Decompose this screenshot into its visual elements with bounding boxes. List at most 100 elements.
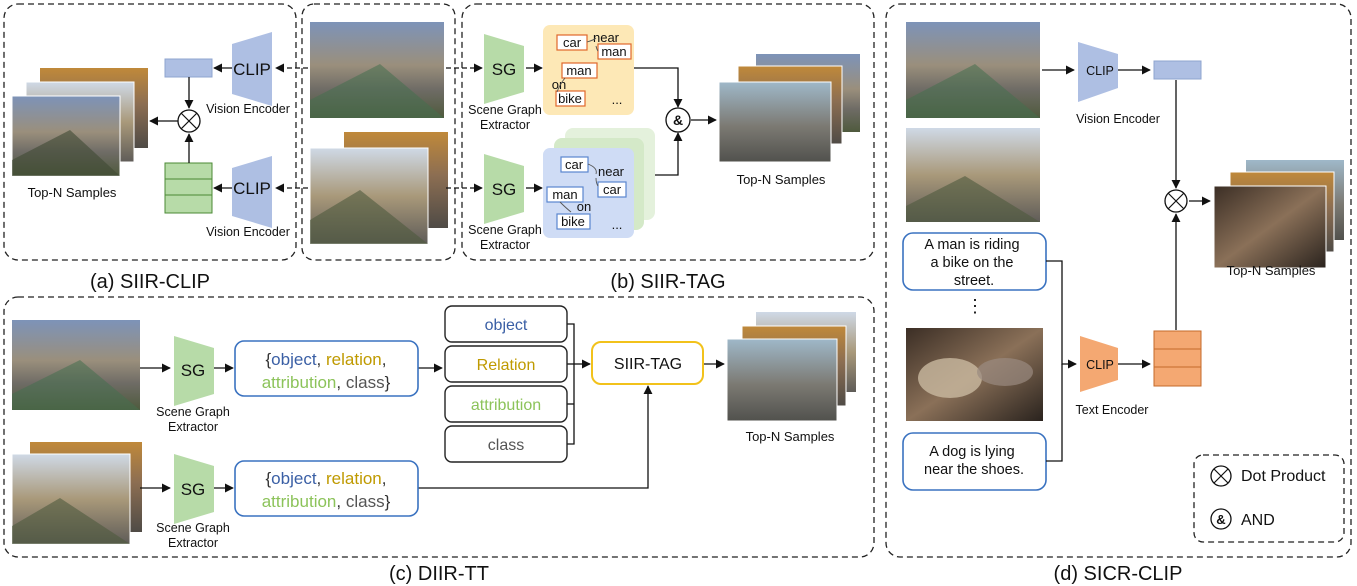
sg-top-ellipsis: ... xyxy=(612,92,623,107)
svg-text:attribution, class}: attribution, class} xyxy=(262,373,391,392)
top-n-samples-a xyxy=(11,68,148,177)
svg-text:{object, relation,: {object, relation, xyxy=(265,350,386,369)
sg-label-c-top: SG xyxy=(181,361,206,380)
and-operator-b: & xyxy=(665,107,691,133)
sg-bottom-node-car-2: car xyxy=(603,182,622,197)
vision-encoder-label-d: Vision Encoder xyxy=(1076,112,1160,126)
frame-siir-tag xyxy=(461,3,875,261)
vision-encoder-label-a-bottom: Vision Encoder xyxy=(206,225,290,239)
sg-top-node-man: man xyxy=(601,44,626,59)
clip-encoder-top xyxy=(232,32,272,106)
arrows-d xyxy=(1042,65,1211,462)
samples-label-c: Top-N Samples xyxy=(746,429,835,444)
svg-text:attribution, class}: attribution, class} xyxy=(262,492,391,511)
clip-label-d-vision: CLIP xyxy=(1086,64,1114,78)
svg-text:&: & xyxy=(673,112,683,128)
legend-and-label: AND xyxy=(1241,512,1275,529)
legend: Dot Product & AND xyxy=(1193,454,1345,543)
query-image-c2 xyxy=(11,442,142,545)
sg-label-b-top: SG xyxy=(492,60,517,79)
clip-label-a-top: CLIP xyxy=(233,60,271,79)
text-feature-stack xyxy=(164,162,213,214)
siir-tag-box: SIIR-TAG xyxy=(591,341,704,385)
top-n-samples-d xyxy=(1213,160,1344,269)
text-encoder-label-d: Text Encoder xyxy=(1076,403,1149,417)
sg-top-node-bike: bike xyxy=(558,91,582,106)
query-image-1 xyxy=(310,22,444,118)
gallery-image-2 xyxy=(906,128,1040,222)
scene-graph-bottom: car near car man on bike ... xyxy=(543,128,655,238)
stack-attribution: attribution xyxy=(471,397,541,414)
image-feature-vector-d xyxy=(1153,60,1202,80)
frame-diir-tt xyxy=(3,296,875,558)
sg-bottom-ellipsis: ... xyxy=(612,217,623,232)
svg-text:{object, relation,: {object, relation, xyxy=(265,469,386,488)
samples-label-b: Top-N Samples xyxy=(737,172,826,187)
legend-dot-product-label: Dot Product xyxy=(1241,468,1326,485)
sg-extractor-c-bottom xyxy=(174,454,214,524)
svg-text:A man is riding a bike o: A man is riding a bike on the street. xyxy=(924,237,1023,289)
caption-siir-tag: (b) SIIR-TAG xyxy=(610,271,725,293)
caption-siir-clip: (a) SIIR-CLIP xyxy=(90,271,210,293)
svg-text:SIIR-TAG: SIIR-TAG xyxy=(614,356,682,373)
gallery-image-dog xyxy=(906,328,1043,421)
sg-top-node-man-2: man xyxy=(566,63,591,78)
sg-bottom-node-man: man xyxy=(552,187,577,202)
arrows-b xyxy=(446,63,717,193)
stack-object: object xyxy=(485,317,528,334)
scene-graph-top: car near man man on bike ... xyxy=(543,25,634,115)
samples-label-d: Top-N Samples xyxy=(1227,263,1316,278)
clip-label-a-bottom: CLIP xyxy=(233,179,271,198)
dot-product-a xyxy=(177,109,201,133)
arrows-a xyxy=(149,63,308,193)
sg-bottom-node-car: car xyxy=(565,157,584,172)
sg-label-c-bottom: SG xyxy=(181,480,206,499)
vertical-ellipsis: ⋮ xyxy=(966,296,984,316)
sg-extractor-top xyxy=(484,34,524,104)
vision-encoder-label-a-top: Vision Encoder xyxy=(206,102,290,116)
arrows-c xyxy=(140,323,725,493)
caption-sicr-clip: (d) SICR-CLIP xyxy=(1054,563,1183,585)
legend-dot-product-icon xyxy=(1210,465,1232,487)
frame-sicr-clip xyxy=(885,3,1352,558)
clip-label-d-text: CLIP xyxy=(1086,358,1114,372)
component-stack: object Relation attribution class xyxy=(444,305,568,463)
caption-box-2: A dog is lying near the shoes. xyxy=(902,432,1047,491)
clip-encoder-bottom xyxy=(232,156,272,228)
sg-top-node-car: car xyxy=(563,35,582,50)
sg-bottom-node-bike: bike xyxy=(561,214,585,229)
sg-label-b-bottom: SG xyxy=(492,180,517,199)
query-image-c1 xyxy=(12,320,140,410)
caption-diir-tt: (c) DIIR-TT xyxy=(389,563,489,585)
query-image-2 xyxy=(309,132,448,245)
caption-box-1: A man is riding a bike on the street. xyxy=(902,232,1047,291)
text-feature-stack-d xyxy=(1153,330,1202,387)
clip-text-encoder-d xyxy=(1080,336,1118,392)
sg-top-edge-near: near xyxy=(593,30,620,45)
stack-relation: Relation xyxy=(477,357,536,374)
stack-class: class xyxy=(488,437,524,454)
image-feature-vector xyxy=(164,58,213,78)
top-n-samples-c xyxy=(726,312,856,422)
sg-bottom-edge-near: near xyxy=(598,164,625,179)
tuple-box-bottom: {object, relation, attribution, class} xyxy=(234,460,419,517)
clip-vision-encoder-d xyxy=(1078,42,1118,102)
frame-query-images xyxy=(301,3,456,261)
svg-text:&: & xyxy=(1216,512,1225,527)
panel-frames xyxy=(3,3,1352,558)
top-n-samples-b xyxy=(718,54,860,163)
legend-and-icon: & xyxy=(1210,508,1232,530)
sg-bottom-edge-on: on xyxy=(577,199,591,214)
samples-label-a: Top-N Samples xyxy=(28,185,117,200)
svg-text:A dog is lying near the: A dog is lying near the shoes. xyxy=(924,444,1024,478)
sg-extractor-bottom xyxy=(484,154,524,224)
tuple-box-top: {object, relation, attribution, class} xyxy=(234,340,419,397)
dot-product-d xyxy=(1164,189,1188,213)
sg-extractor-c-top xyxy=(174,336,214,406)
frame-siir-clip xyxy=(3,3,297,261)
gallery-image-1 xyxy=(906,22,1040,118)
